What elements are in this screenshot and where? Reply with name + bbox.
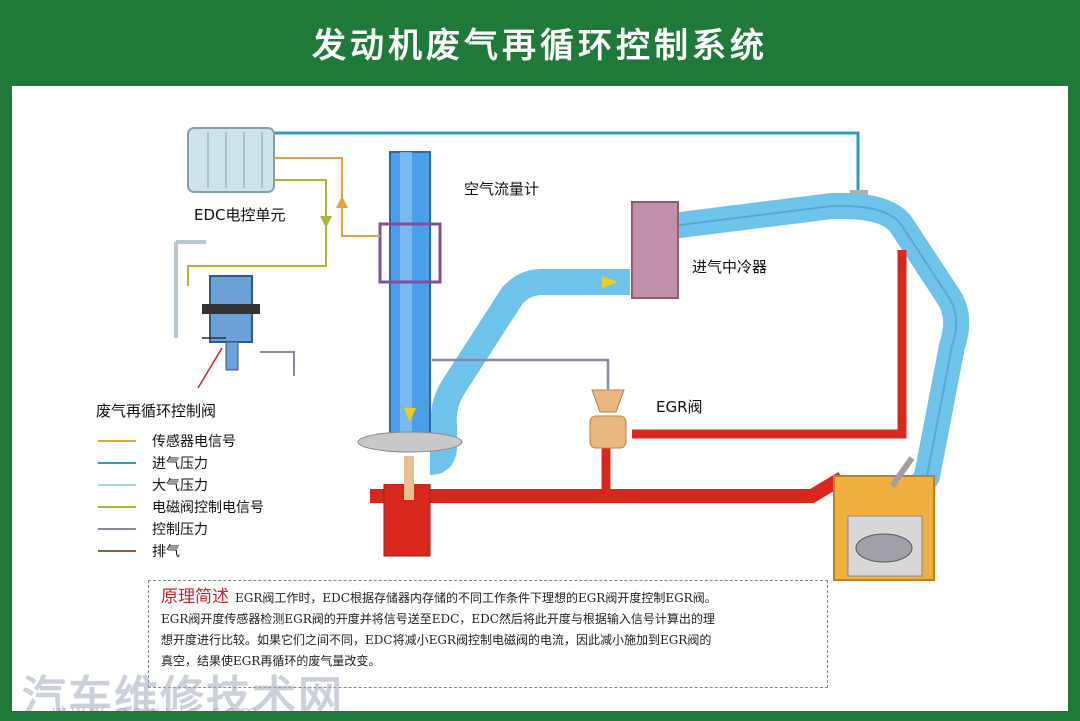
solenoid-signal-arrow [320,216,332,228]
explanation-line-3: 想开度进行比较。如果它们之间不同，EDC将减小EGR阀控制电磁阀的电流，因此减小… [161,633,712,647]
ecu-fins [207,132,263,188]
watermark-logo: 汽车维修技术网 [22,672,344,711]
throttle-base [357,431,463,453]
page-title: 发动机废气再循环控制系统 [312,25,768,66]
legend-swatch [98,440,136,442]
control-valve-stem [225,341,239,371]
legend-swatch [98,484,136,486]
label-edc-unit: EDC电控单元 [194,206,286,224]
control-valve-band [202,304,260,314]
exhaust-outlet [383,484,431,557]
label-egr-control-valve: 废气再循环控制阀 [96,402,217,420]
legend-swatch [98,550,136,552]
label-air-flow-meter: 空气流量计 [464,180,540,198]
explanation-line-4: 真空，结果使EGR再循环的废气量改变。 [161,654,381,668]
watermark-url: www.qcwxjs.com [52,702,261,711]
solenoid-signal-line [187,179,327,286]
legend-item: 传感器电信号 [98,430,264,452]
sensor-signal-arrow [336,196,348,208]
egr-valve-top [591,389,625,413]
legend-item: 进气压力 [98,452,264,474]
legend-label: 电磁阀控制电信号 [152,500,264,516]
legend-item: 大气压力 [98,474,264,496]
flow-arrow-yellow [602,276,618,288]
intercooler-box [631,201,679,299]
column-highlight [400,152,412,442]
label-pointer [197,347,223,389]
legend-label: 进气压力 [152,456,208,472]
legend: 传感器电信号进气压力大气压力电磁阀控制电信号控制压力排气 [98,430,264,562]
meter-housing [378,222,442,284]
intake-duct-main [670,192,970,511]
valve-stem [404,456,414,500]
flow-arrow-down [404,408,416,422]
label-intercooler: 进气中冷器 [692,258,768,276]
legend-swatch [98,528,136,530]
title-bar: 发动机废气再循环控制系统 [0,0,1080,84]
legend-label: 传感器电信号 [152,434,236,450]
explanation-line-2: EGR阀开度传感器检测EGR阀的开度并将信号送至EDC，EDC然后将此开度与根据… [161,612,715,626]
diagram-panel: EDC电控单元 空气流量计 进气中冷器 EGR阀 废气再循环控制阀 传感器电信号… [12,86,1068,711]
legend-label: 排气 [152,544,180,560]
label-egr-valve: EGR阀 [656,398,703,416]
legend-label: 大气压力 [152,478,208,494]
injector [889,456,915,488]
exhaust-pipe-bottom [370,471,846,503]
intake-pressure-line [272,131,860,194]
explanation-heading: 原理简述 [161,587,229,607]
legend-item: 电磁阀控制电信号 [98,496,264,518]
control-valve-outlet [260,351,295,376]
legend-label: 控制压力 [152,522,208,538]
intake-duct-left [430,269,630,446]
edc-unit-block [187,127,275,193]
legend-swatch [98,506,136,508]
legend-swatch [98,462,136,464]
legend-item: 排气 [98,540,264,562]
control-pressure-line [432,358,610,390]
egr-valve-body [589,415,627,449]
egr-diagram [174,127,970,581]
legend-item: 控制压力 [98,518,264,540]
piston [855,533,913,563]
exhaust-pipe-upper [632,250,907,439]
